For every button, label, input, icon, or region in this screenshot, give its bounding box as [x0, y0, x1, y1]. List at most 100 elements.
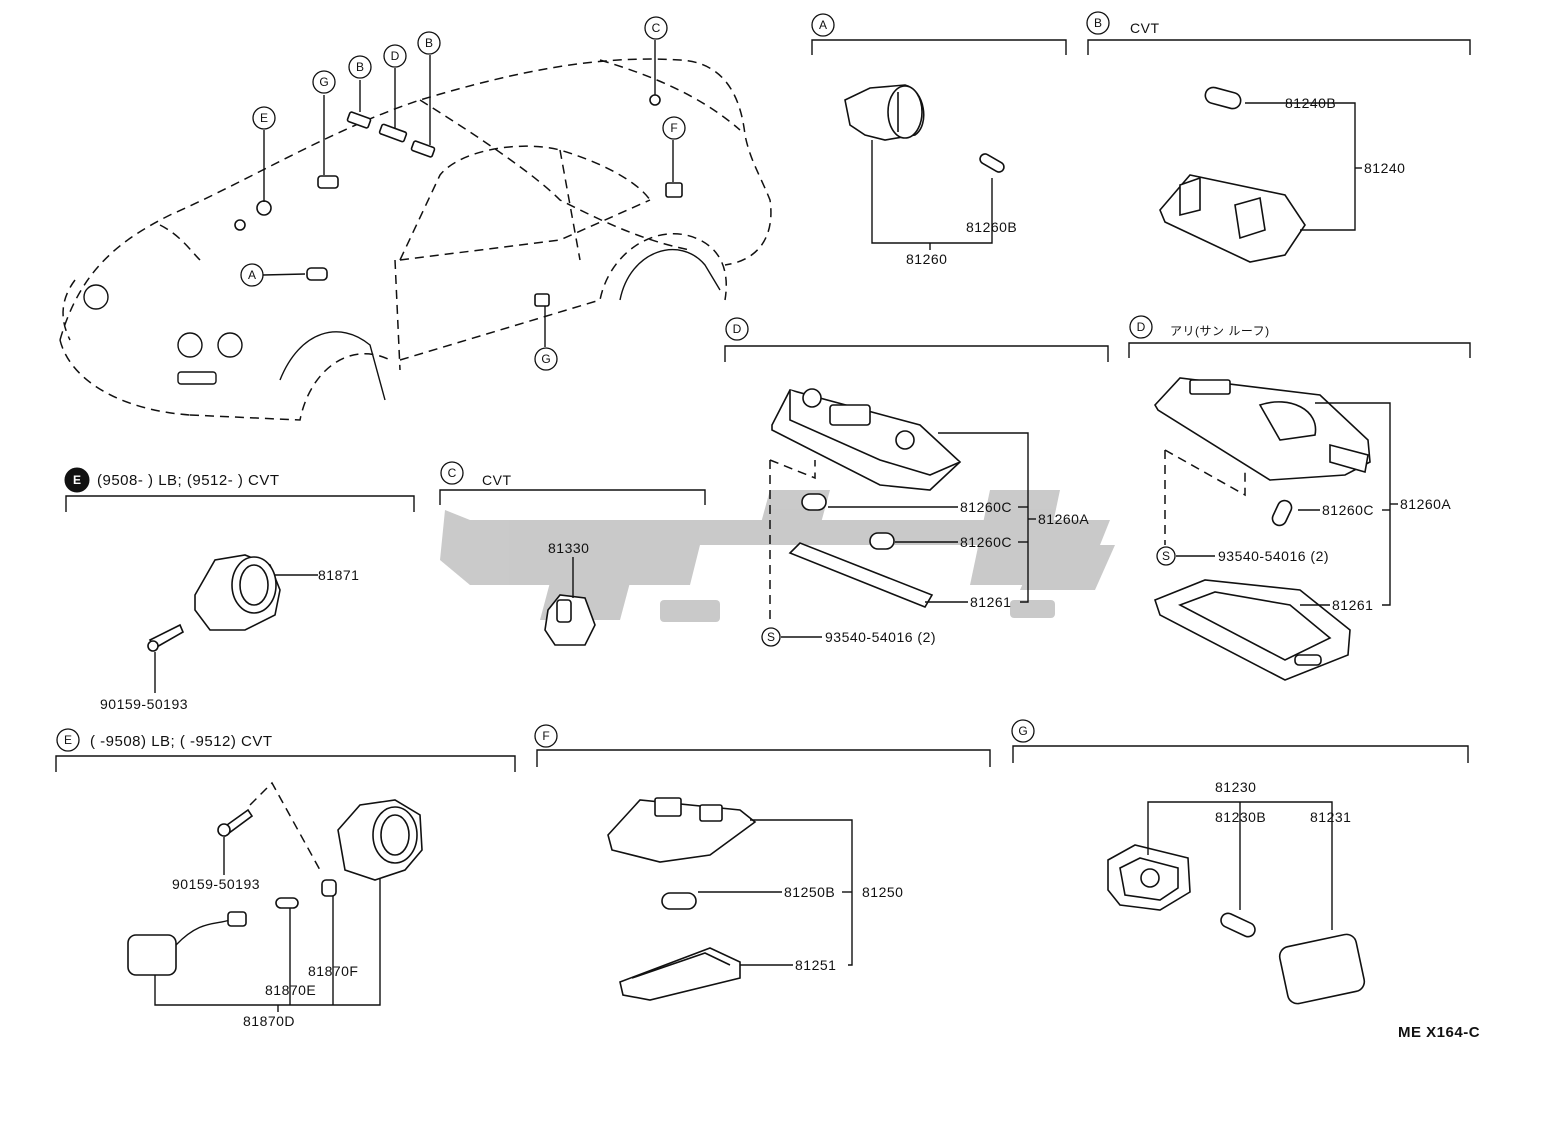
section-c-badge: C [440, 461, 464, 485]
screw-mark-s2 [1156, 546, 1176, 566]
svg-text:E: E [260, 111, 268, 125]
map-lamp-sunroof-81260a [1154, 377, 1371, 481]
part-label-90159-new: 90159-50193 [100, 696, 188, 712]
svg-text:F: F [670, 121, 677, 135]
key-cylinder-light-81870d [337, 799, 423, 881]
section-e2-badge: E [56, 728, 80, 752]
section-f: F 81250B 81250 81251 [534, 724, 991, 1001]
svg-text:B: B [356, 60, 364, 74]
lens-sunroof-81261 [1154, 579, 1351, 681]
svg-text:A: A [248, 268, 256, 282]
part-label-81240b: 81240B [1285, 95, 1336, 111]
part-label-81230: 81230 [1215, 779, 1256, 795]
bulb-81240b [1204, 86, 1242, 110]
room-lamp-81240 [1159, 174, 1306, 263]
part-label-sunroof-81260c: 81260C [1322, 502, 1374, 518]
part-label-sunroof-81260a: 81260A [1400, 496, 1451, 512]
svg-text:S: S [767, 630, 775, 644]
section-d2-badge: D [1129, 315, 1153, 339]
car-callout-b1: B [348, 55, 372, 79]
section-g: G 81230 81230B 81231 [1011, 719, 1469, 1005]
svg-text:B: B [425, 36, 433, 50]
switch-81330 [544, 594, 596, 646]
lens-81261 [788, 542, 934, 608]
section-c: C CVT 81330 [439, 461, 706, 646]
section-g-badge: G [1011, 719, 1035, 743]
bulb-81260c-b [869, 532, 895, 550]
part-label-81260: 81260 [906, 251, 947, 267]
svg-text:G: G [541, 352, 550, 366]
car-callout-g2: G [534, 347, 558, 371]
car-callout-f: F [662, 116, 686, 140]
svg-text:E: E [64, 733, 72, 747]
svg-text:A: A [819, 18, 827, 32]
diagram-code: ME X164-C [1398, 1024, 1480, 1041]
part-label-81250: 81250 [862, 884, 903, 900]
bulb-81250b [661, 892, 697, 910]
car-callout-b2: B [417, 31, 441, 55]
section-e2: E ( -9508) LB; ( -9512) CVT 90159-50193 … [55, 728, 516, 1029]
car-callout-g1: G [312, 70, 336, 94]
lens-81231 [1278, 933, 1366, 1005]
bulb-81260c-a [801, 493, 827, 511]
section-d2-variant: アリ(サン ルーフ) [1170, 324, 1270, 338]
car-overview: G B D B C E A F [59, 16, 772, 421]
section-c-variant: CVT [482, 472, 512, 488]
part-label-81251: 81251 [795, 957, 836, 973]
svg-text:D: D [733, 322, 742, 336]
section-b-badge: B [1086, 11, 1110, 35]
map-lamp-81260a [771, 388, 962, 491]
section-a: A 81260B 81260 [811, 13, 1067, 267]
section-e1: E (9508- ) LB; (9512- ) CVT 81871 90159-… [64, 467, 415, 712]
car-callout-d: D [383, 44, 407, 68]
svg-text:C: C [448, 466, 457, 480]
part-label-81871: 81871 [318, 567, 359, 583]
section-d2: D アリ(サン ルーフ) S 81260C 81260A 93540-54016… [1128, 315, 1471, 681]
section-b-variant: CVT [1130, 20, 1160, 36]
bulb-81870f [321, 879, 337, 897]
svg-text:B: B [1094, 16, 1102, 30]
section-b: B CVT 81240B 81240 [1086, 11, 1471, 263]
screw-mark-s1 [761, 627, 781, 647]
svg-text:F: F [542, 729, 549, 743]
car-callout-c: C [644, 16, 668, 40]
part-label-81870f: 81870F [308, 963, 358, 979]
car-callout-a: A [240, 263, 264, 287]
part-label-90159-old: 90159-50193 [172, 876, 260, 892]
part-label-81230b: 81230B [1215, 809, 1266, 825]
svg-text:G: G [319, 75, 328, 89]
part-label-81870d: 81870D [243, 1013, 295, 1029]
svg-text:S: S [1162, 549, 1170, 563]
part-label-81870e: 81870E [265, 982, 316, 998]
bulb-81230b [1220, 912, 1256, 938]
bulb-81260c-sunroof [1271, 499, 1293, 527]
section-d1: D S 81260C 81260C 81260A 81261 93540-540… [724, 317, 1109, 647]
svg-text:D: D [391, 49, 400, 63]
part-label-81260a: 81260A [1038, 511, 1089, 527]
section-a-badge: A [811, 13, 835, 37]
car-callout-e: E [252, 106, 276, 130]
part-label-sunroof-93540: 93540-54016 (2) [1218, 548, 1329, 564]
section-e2-variant: ( -9508) LB; ( -9512) CVT [90, 733, 273, 750]
key-cylinder-light-81871 [194, 554, 281, 631]
lamp-socket-81260 [844, 84, 925, 141]
svg-text:D: D [1137, 320, 1146, 334]
part-label-81231: 81231 [1310, 809, 1351, 825]
part-label-81260b: 81260B [966, 219, 1017, 235]
part-label-sunroof-81261: 81261 [1332, 597, 1373, 613]
lens-81251 [619, 947, 741, 1001]
part-label-93540: 93540-54016 (2) [825, 629, 936, 645]
bulb-81260b [979, 153, 1005, 173]
section-f-badge: F [534, 724, 558, 748]
part-label-81250b: 81250B [784, 884, 835, 900]
step-lamp-81230 [1107, 844, 1191, 911]
watermark-logo [440, 490, 1115, 622]
section-d1-badge: D [725, 317, 749, 341]
part-label-81260c-a: 81260C [960, 499, 1012, 515]
section-e1-badge: E [64, 467, 90, 493]
part-label-81330: 81330 [548, 540, 589, 556]
svg-text:C: C [652, 21, 661, 35]
wire-harness [127, 911, 247, 976]
section-e1-variant: (9508- ) LB; (9512- ) CVT [97, 472, 280, 489]
